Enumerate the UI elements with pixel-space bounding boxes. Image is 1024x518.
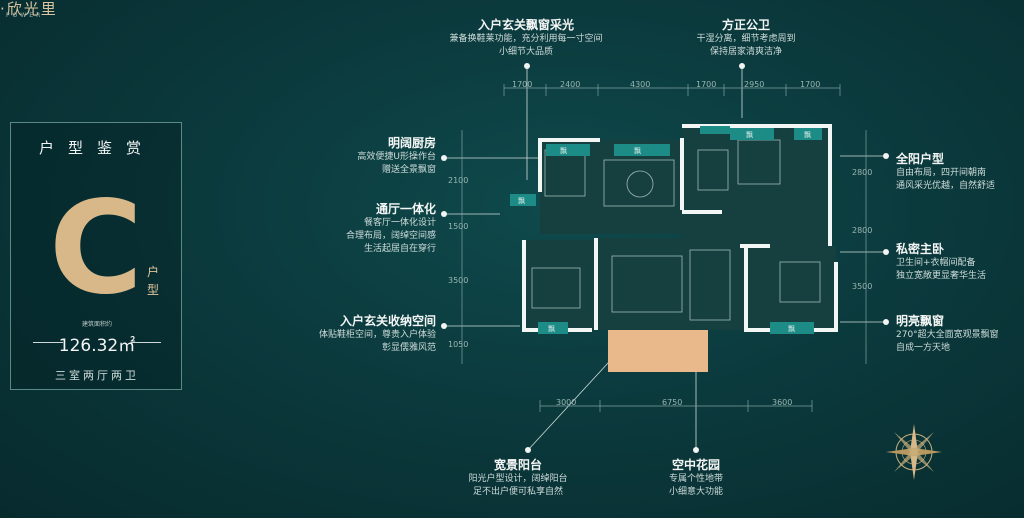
dim-left-4: 1050 (448, 340, 469, 349)
annotation-line: 彰显儒雅风范 (381, 343, 436, 353)
card-title: 户型鉴赏 (38, 139, 155, 157)
dim-top-1: 1700 (512, 80, 533, 89)
annotation-title: 全阳户型 (896, 152, 945, 166)
window-label: 飘 (518, 197, 525, 205)
dim-right-2: 2800 (852, 226, 873, 235)
annotation-title: 私密主卧 (896, 242, 945, 256)
annotation-line: 高效便捷U形操作台 (357, 152, 436, 162)
annotation-title: 明阔厨房 (387, 136, 436, 150)
annotation-title: 宽景阳台 (493, 458, 542, 472)
room-summary: 三室两厅两卫 (55, 369, 139, 382)
annotation-hall: 通厅一体化 餐客厅一体化设计 合理布局，阔绰空间感 生活起居自在穿行 (270, 200, 436, 256)
annotation-line: 270°超大全面宽观景飘窗 (896, 330, 999, 340)
annotation-storage: 入户玄关收纳空间 体贴鞋柜空间，尊贵入户体验 彰显儒雅风范 (256, 312, 436, 355)
dim-top-4: 1700 (696, 80, 717, 89)
window-label: 飘 (548, 325, 555, 333)
dim-left-3: 3500 (448, 276, 469, 285)
annotation-line: 阳光户型设计，阔绰阳台 (468, 474, 568, 484)
annotation-kitchen: 明阔厨房 高效便捷U形操作台 赠送全景飘窗 (270, 134, 436, 177)
annotation-line: 兼备换鞋莱功能，充分利用每一寸空间 (449, 34, 603, 44)
annotation-title: 空中花园 (671, 458, 720, 472)
window-label: 飘 (746, 131, 753, 139)
annotation-entrance-window: 入户玄关飘窗采光 兼备换鞋莱功能，充分利用每一寸空间 小细节大品质 (416, 16, 636, 59)
dim-bottom-1: 3000 (556, 398, 577, 407)
annotation-line: 自成一方天地 (896, 343, 951, 353)
dim-top-6: 1700 (800, 80, 821, 89)
window-label: 飘 (560, 147, 567, 155)
dim-top-3: 4300 (630, 80, 651, 89)
dim-left-2: 1500 (448, 222, 469, 231)
annotation-line: 生活起居自在穿行 (363, 244, 436, 254)
annotation-line: 专属个性地带 (668, 474, 723, 484)
annotation-line: 小细节大品质 (498, 47, 553, 57)
unit-info-card: 户型鉴赏 C 户型 建筑面积约 126.32㎡ 三室两厅两卫 (10, 122, 182, 390)
annotation-line: 自由布局，四开间朝南 (896, 168, 987, 178)
annotation-title: 入户玄关收纳空间 (339, 314, 436, 328)
annotation-title: 通厅一体化 (375, 202, 436, 216)
window-label: 飘 (804, 131, 811, 139)
annotation-bay-window: 明亮飘窗 270°超大全面宽观景飘窗 自成一方天地 (896, 312, 1022, 355)
annotation-garden: 空中花园 专属个性地带 小细意大功能 (636, 456, 756, 499)
dim-bottom-3: 3600 (772, 398, 793, 407)
annotation-sunny: 全阳户型 自由布局，四开间朝南 通风采光优越，自然舒适 (896, 150, 1020, 193)
dim-right-1: 2800 (852, 168, 873, 177)
annotation-line: 保持居家清爽洁净 (709, 47, 782, 57)
annotation-line: 赠送全景飘窗 (381, 165, 436, 175)
annotation-balcony: 宽景阳台 阳光户型设计，阔绰阳台 足不出户便可私享自然 (428, 456, 608, 499)
window-label: 飘 (634, 147, 641, 155)
annotation-title: 方正公卫 (721, 18, 770, 32)
brand-logo-text: ·欣光里 (0, 0, 58, 18)
annotation-title: 入户玄关飘窗采光 (477, 18, 574, 32)
annotation-line: 通风采光优越，自然舒适 (896, 181, 996, 191)
dim-top-5: 2950 (744, 80, 765, 89)
dim-bottom-2: 6750 (662, 398, 683, 407)
annotation-line: 足不出户便可私享自然 (472, 487, 563, 497)
annotation-master: 私密主卧 卫生间+衣帽间配备 独立宽敞更显奢华生活 (896, 240, 1020, 283)
area-value: 126.32㎡ (58, 336, 136, 356)
annotation-line: 合理布局，阔绰空间感 (345, 231, 436, 241)
annotation-line: 干湿分离，细节考虑周到 (696, 34, 796, 44)
annotation-line: 体贴鞋柜空间，尊贵入户体验 (318, 330, 436, 340)
compass-icon (886, 424, 942, 480)
annotation-line: 小细意大功能 (668, 487, 723, 497)
dim-right-3: 3500 (852, 282, 873, 291)
unit-type-label: 户型 (147, 265, 160, 297)
window-label: 飘 (788, 325, 795, 333)
area-line-left (33, 342, 63, 343)
annotation-line: 独立宽敞更显奢华生活 (896, 271, 987, 281)
annotation-title: 明亮飘窗 (896, 314, 945, 328)
area-label: 建筑面积约 (81, 321, 112, 328)
annotation-line: 餐客厅一体化设计 (363, 218, 436, 228)
annotation-line: 卫生间+衣帽间配备 (896, 258, 976, 268)
dim-top-2: 2400 (560, 80, 581, 89)
dim-left-1: 2100 (448, 176, 469, 185)
unit-letter: C (49, 174, 143, 323)
area-line-right (131, 342, 161, 343)
brand-subtitle: POWER (6, 12, 44, 19)
annotation-bathroom: 方正公卫 干湿分离，细节考虑周到 保持居家清爽洁净 (676, 16, 816, 59)
